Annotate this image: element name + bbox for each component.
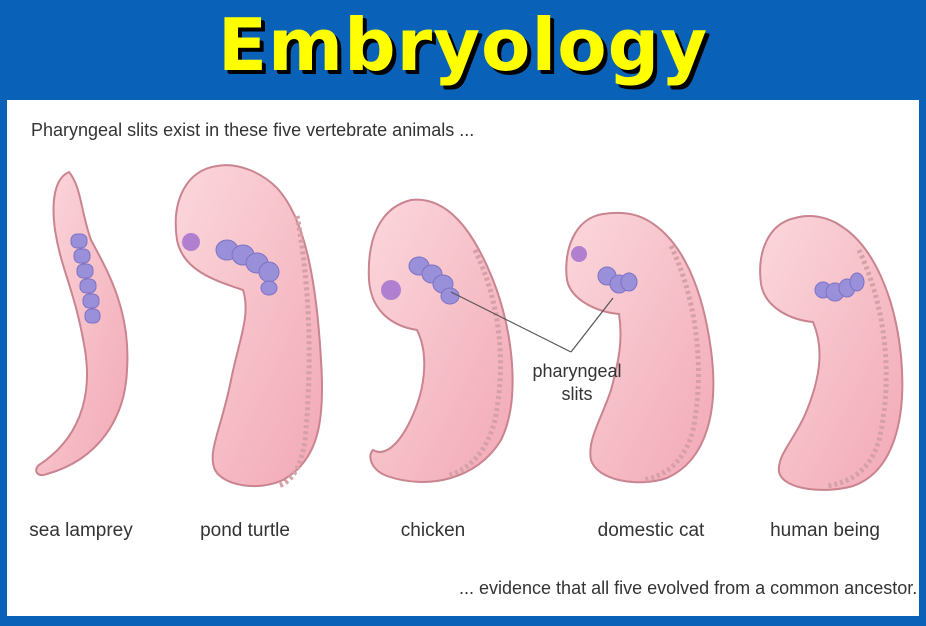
pointer-label-line-2: slits <box>561 384 593 404</box>
embryo-chicken <box>367 198 514 483</box>
embryo-illustrations <box>35 164 904 491</box>
figure-panel: Pharyngeal slits exist in these five ver… <box>7 100 919 616</box>
label-human-being: human being <box>770 520 880 541</box>
slide-title: Embryology <box>217 3 709 87</box>
embryo-sea-lamprey <box>35 170 129 476</box>
pharyngeal-slits-pointer <box>450 291 614 353</box>
figure-intro-caption: Pharyngeal slits exist in these five ver… <box>31 120 475 140</box>
label-pond-turtle: pond turtle <box>200 520 290 541</box>
embryo-domestic-cat <box>565 211 715 484</box>
pharyngeal-slits-label: pharyngeal slits <box>522 360 632 406</box>
figure-outro-caption: ... evidence that all five evolved from … <box>459 578 918 598</box>
label-domestic-cat: domestic cat <box>597 520 705 541</box>
label-sea-lamprey: sea lamprey <box>29 520 133 541</box>
embryo-human-being <box>759 215 904 491</box>
embryo-pond-turtle <box>174 164 324 489</box>
label-chicken: chicken <box>400 520 466 541</box>
pointer-label-line-1: pharyngeal <box>532 361 622 381</box>
